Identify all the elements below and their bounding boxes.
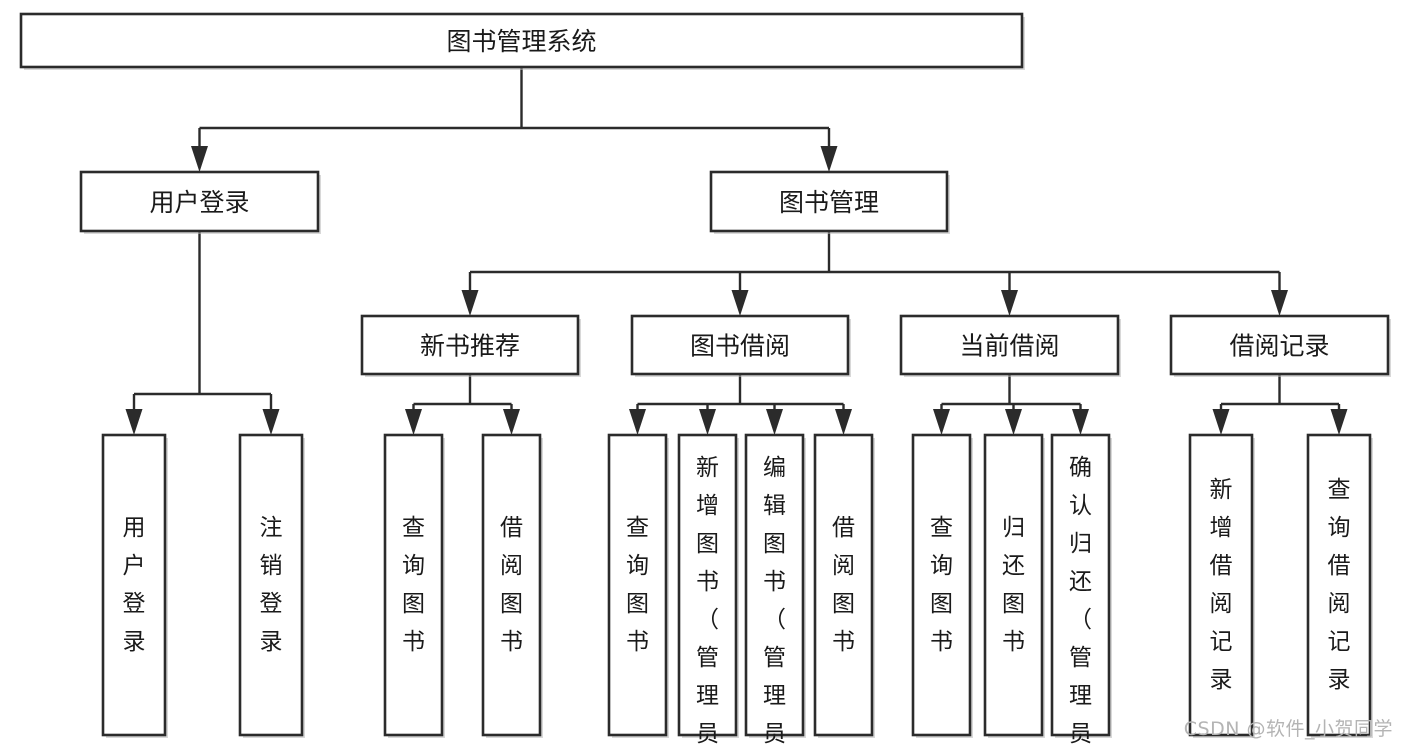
node-box bbox=[1188, 433, 1254, 737]
node-current-borrow[interactable]: 当前借阅 bbox=[899, 314, 1121, 377]
node-box bbox=[238, 433, 304, 737]
node-user-login[interactable]: 用户登录 bbox=[79, 170, 321, 234]
watermark-text: CSDN @软件_小贺同学 bbox=[1183, 718, 1393, 740]
node-book-manage[interactable]: 图书管理 bbox=[709, 170, 950, 234]
node-label: 借阅图书 bbox=[832, 515, 855, 655]
node-label: 借阅图书 bbox=[500, 515, 523, 655]
node-leaf-query-record[interactable]: 查询借阅记录 bbox=[1306, 433, 1373, 738]
node-label: 编辑图书（管理员） bbox=[763, 455, 786, 747]
edge-group-book-borrow bbox=[629, 374, 852, 435]
node-leaf-user-login[interactable]: 用户登录 bbox=[101, 433, 168, 738]
node-leaf-return-book[interactable]: 归还图书 bbox=[983, 433, 1045, 738]
node-box bbox=[983, 433, 1044, 737]
node-box bbox=[360, 314, 580, 376]
node-box bbox=[1169, 314, 1390, 376]
node-label: 当前借阅 bbox=[959, 332, 1059, 361]
node-box bbox=[79, 170, 320, 233]
edge-group-book-manage bbox=[461, 231, 1288, 316]
node-box bbox=[630, 314, 850, 376]
node-box bbox=[899, 314, 1120, 376]
node-leaf-edit-book[interactable]: 编辑图书（管理员） bbox=[744, 433, 806, 747]
nodes-layer: 图书管理系统用户登录图书管理新书推荐图书借阅当前借阅借阅记录用户登录注销登录查询… bbox=[19, 12, 1391, 747]
node-leaf-query-book-2[interactable]: 查询图书 bbox=[607, 433, 669, 738]
node-leaf-add-book[interactable]: 新增图书（管理员） bbox=[677, 433, 739, 747]
node-label: 新书推荐 bbox=[420, 332, 520, 361]
node-label: 用户登录 bbox=[123, 515, 146, 655]
node-box bbox=[911, 433, 972, 737]
node-box bbox=[677, 433, 738, 737]
node-label: 图书借阅 bbox=[690, 332, 790, 361]
node-leaf-add-record[interactable]: 新增借阅记录 bbox=[1188, 433, 1255, 738]
node-box bbox=[813, 433, 874, 737]
node-label: 查询图书 bbox=[930, 515, 953, 655]
edge-group-current-borrow bbox=[933, 374, 1089, 435]
node-box bbox=[744, 433, 805, 737]
node-leaf-query-book-1[interactable]: 查询图书 bbox=[383, 433, 445, 738]
node-label: 图书管理 bbox=[779, 188, 879, 217]
node-book-borrow[interactable]: 图书借阅 bbox=[630, 314, 851, 377]
node-leaf-logout[interactable]: 注销登录 bbox=[238, 433, 305, 738]
node-label: 确认归还（管理员） bbox=[1069, 455, 1092, 747]
node-label: 借阅记录 bbox=[1229, 332, 1329, 361]
node-label: 注销登录 bbox=[260, 515, 283, 655]
edge-group-root bbox=[191, 67, 838, 172]
node-label: 图书管理系统 bbox=[446, 27, 596, 56]
node-box bbox=[1306, 433, 1372, 737]
edges-layer bbox=[125, 67, 1348, 435]
node-box bbox=[607, 433, 668, 737]
node-label: 查询图书 bbox=[402, 515, 425, 655]
node-leaf-confirm-return[interactable]: 确认归还（管理员） bbox=[1050, 433, 1112, 747]
node-label: 用户登录 bbox=[149, 188, 249, 217]
node-leaf-borrow-book-2[interactable]: 借阅图书 bbox=[813, 433, 875, 738]
edge-group-new-book-rec bbox=[405, 374, 520, 435]
node-label: 查询图书 bbox=[626, 515, 649, 655]
node-box bbox=[709, 170, 949, 233]
node-box bbox=[481, 433, 542, 737]
node-box bbox=[101, 433, 167, 737]
node-box bbox=[1050, 433, 1111, 737]
node-root[interactable]: 图书管理系统 bbox=[19, 12, 1025, 70]
node-new-book-rec[interactable]: 新书推荐 bbox=[360, 314, 581, 377]
node-box bbox=[383, 433, 444, 737]
node-label: 新增借阅记录 bbox=[1210, 477, 1233, 693]
node-label: 新增图书（管理员） bbox=[696, 455, 719, 747]
node-box bbox=[19, 12, 1024, 69]
node-leaf-query-book-3[interactable]: 查询图书 bbox=[911, 433, 973, 738]
node-leaf-borrow-book-1[interactable]: 借阅图书 bbox=[481, 433, 543, 738]
edge-group-borrow-record bbox=[1212, 374, 1348, 435]
node-borrow-record[interactable]: 借阅记录 bbox=[1169, 314, 1391, 377]
edge-group-user-login bbox=[125, 231, 280, 435]
node-label: 查询借阅记录 bbox=[1328, 477, 1351, 693]
node-label: 归还图书 bbox=[1002, 515, 1025, 655]
